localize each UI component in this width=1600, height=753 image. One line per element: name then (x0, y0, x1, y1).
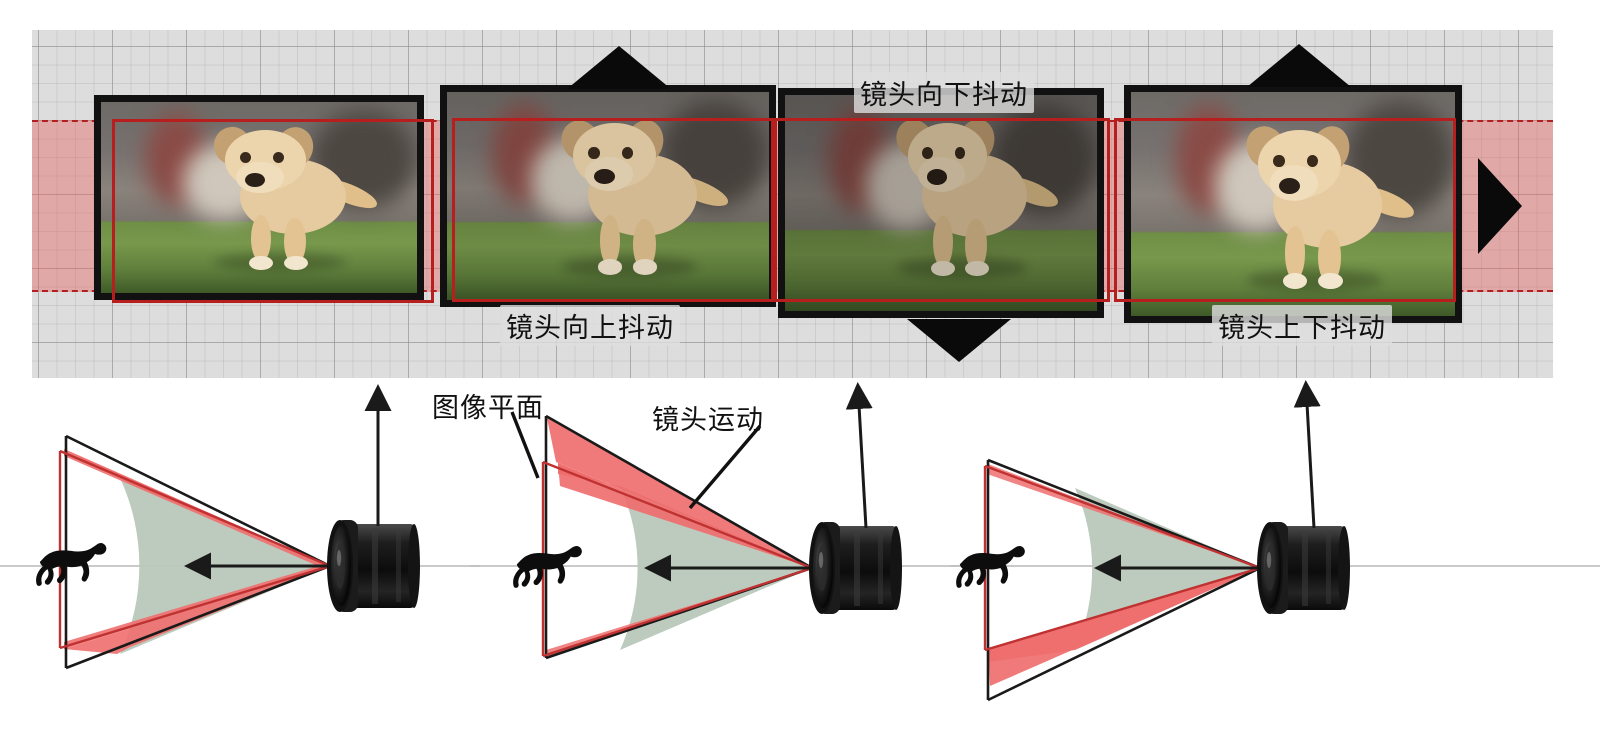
photo-frame-3 (778, 88, 1104, 318)
label-lens-motion: 镜头运动 (652, 405, 764, 435)
puppy-photo-2 (447, 92, 769, 300)
photo-frame-1 (94, 95, 424, 300)
bottom-panel: 图像平面 镜头运动 (0, 378, 1600, 753)
lens-motion-arrow-3 (1293, 380, 1321, 529)
diagram-3 (950, 380, 1600, 702)
camera-lens-1 (327, 520, 420, 612)
caption-up-shake: 镜头向上抖动 (500, 305, 680, 346)
leader-image-plane (510, 411, 540, 479)
arrow-down-icon-1 (907, 319, 1011, 362)
subject-silhouette-3 (956, 545, 1025, 588)
subject-silhouette-1 (36, 543, 107, 586)
label-image-plane: 图像平面 (432, 393, 544, 423)
top-panel: 镜头向下抖动 镜头向上抖动 镜头上下抖动 (32, 30, 1553, 378)
puppy-photo-1 (101, 102, 417, 293)
leader-lens-motion (688, 424, 762, 510)
photo-frame-4 (1124, 85, 1462, 323)
puppy-photo-4 (1131, 92, 1455, 316)
subject-silhouette-2 (513, 545, 582, 588)
camera-lens-2 (809, 522, 902, 614)
diagram-2 (470, 382, 960, 660)
camera-lens-3 (1257, 522, 1350, 614)
photo-frame-2 (440, 85, 776, 307)
arrow-up-icon-1 (567, 46, 671, 89)
arrow-up-icon-2 (1247, 44, 1351, 87)
caption-down-shake: 镜头向下抖动 (854, 72, 1034, 113)
lens-motion-arrow-2 (845, 382, 873, 529)
puppy-photo-3 (785, 95, 1097, 311)
optics-diagrams (0, 380, 1600, 702)
arrow-right-icon-1 (1478, 158, 1522, 254)
diagram-1 (0, 384, 480, 670)
caption-updown-shake: 镜头上下抖动 (1212, 305, 1392, 346)
